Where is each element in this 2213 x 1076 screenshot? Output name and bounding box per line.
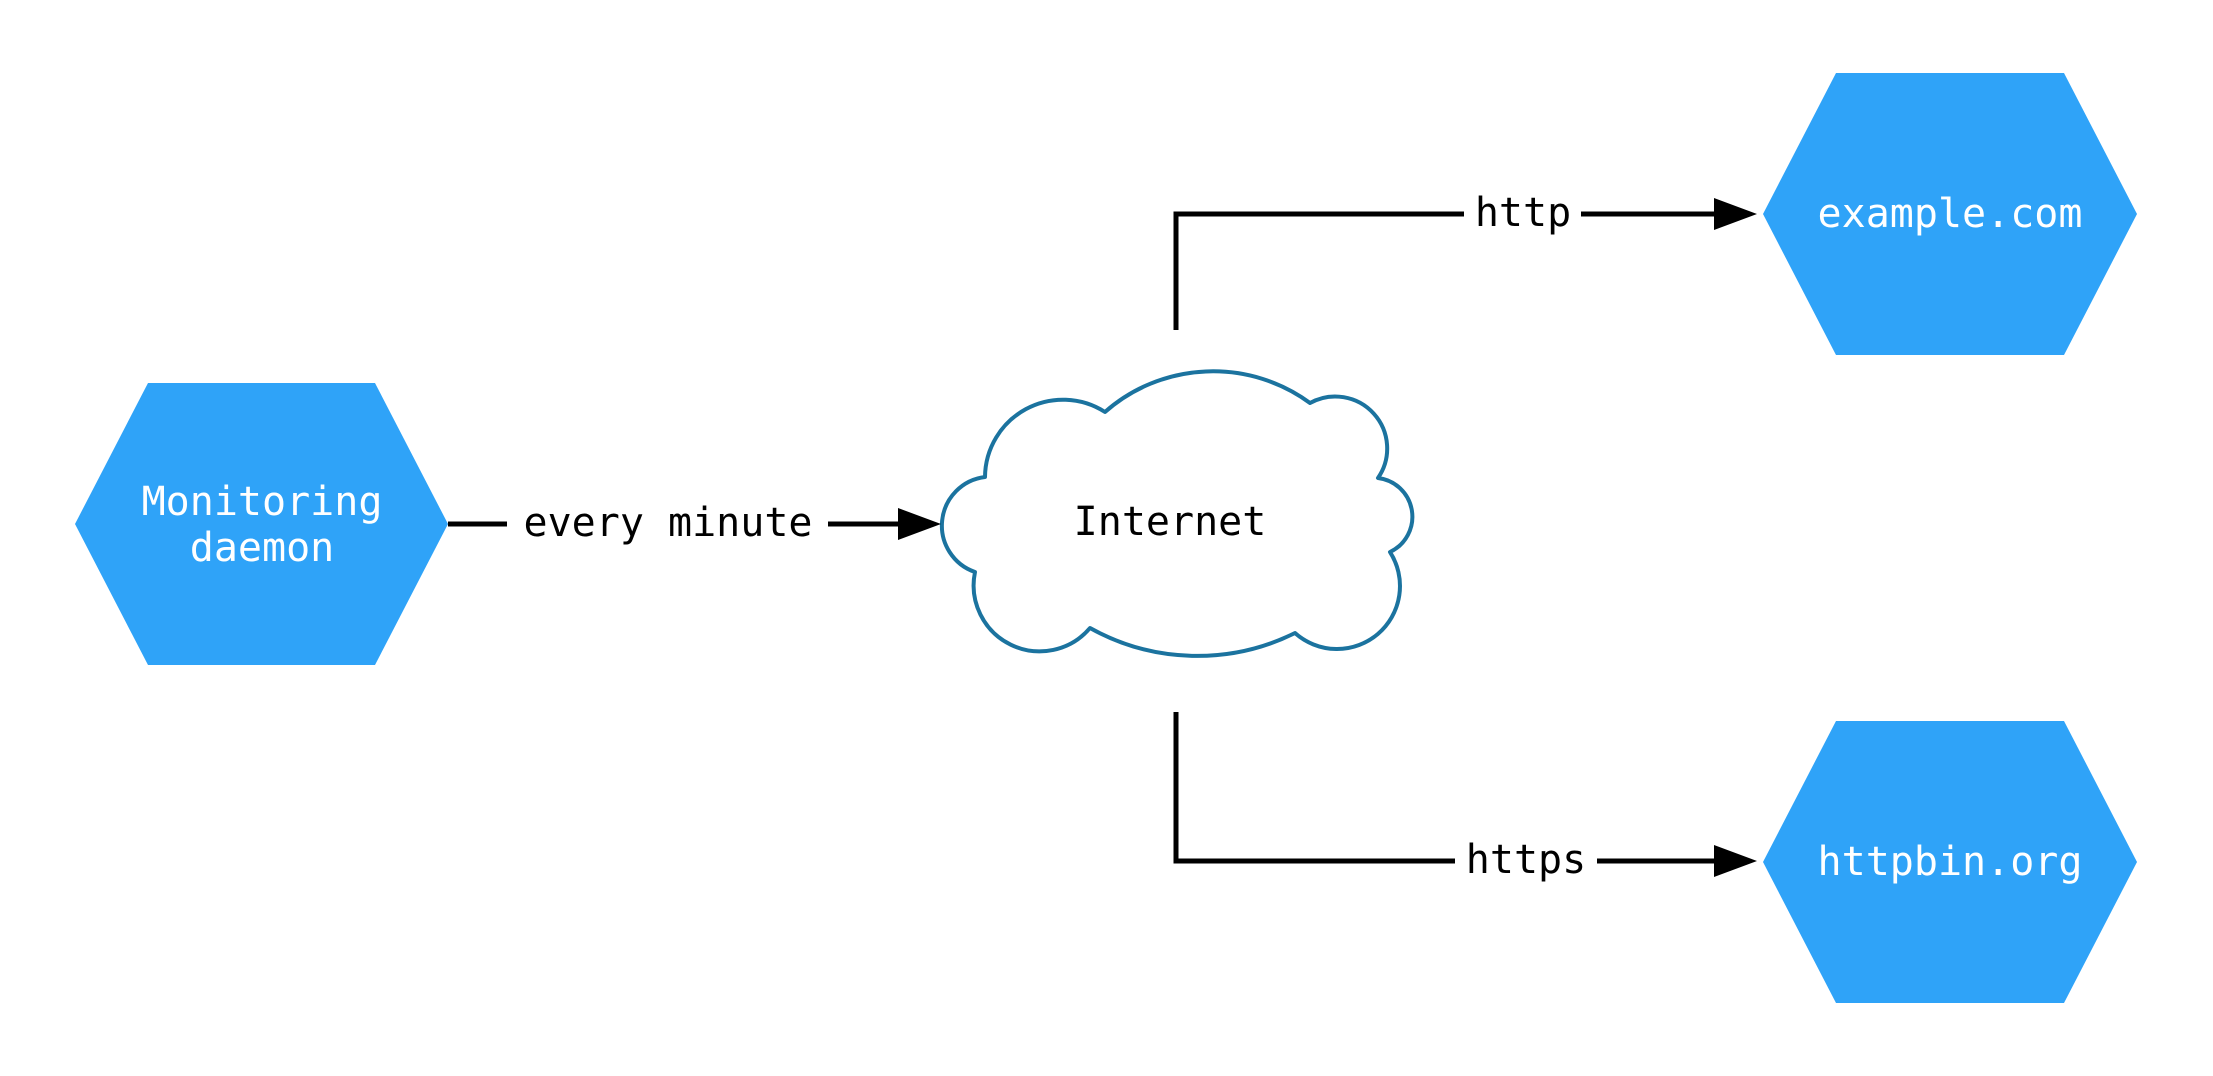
edge-line-http-elbow-segment — [1173, 211, 1464, 330]
arrowhead-icon — [1714, 198, 1757, 230]
internet-label: Internet — [1074, 499, 1267, 545]
edge-internet-to-httpbin: https — [1173, 712, 1757, 883]
edge-label-https: https — [1466, 837, 1586, 883]
edge-monitoring-to-internet: every minute — [448, 500, 941, 546]
httpbin-org-hexagon-shape — [1763, 721, 2137, 1003]
httpbin-org-label: httpbin.org — [1818, 839, 2083, 885]
edge-label-every-minute: every minute — [524, 500, 813, 546]
edge-line-https-elbow-segment — [1173, 712, 1455, 864]
node-httpbin-org: httpbin.org — [1763, 721, 2137, 1003]
internet-cloud-shape — [939, 369, 1415, 658]
monitoring-daemon-label-line2: daemon — [190, 525, 335, 571]
example-com-hexagon-shape — [1763, 73, 2137, 355]
arrowhead-icon — [898, 508, 941, 540]
node-monitoring-daemon: Monitoring daemon — [75, 383, 448, 665]
node-internet: Internet — [939, 369, 1415, 658]
example-com-label: example.com — [1818, 191, 2083, 237]
monitoring-daemon-label-line1: Monitoring — [142, 479, 383, 525]
arrowhead-icon — [1714, 845, 1757, 877]
edge-label-http: http — [1475, 190, 1571, 236]
node-example-com: example.com — [1763, 73, 2137, 355]
monitoring-daemon-hexagon-shape — [75, 383, 448, 665]
edge-internet-to-example: http — [1173, 190, 1757, 330]
